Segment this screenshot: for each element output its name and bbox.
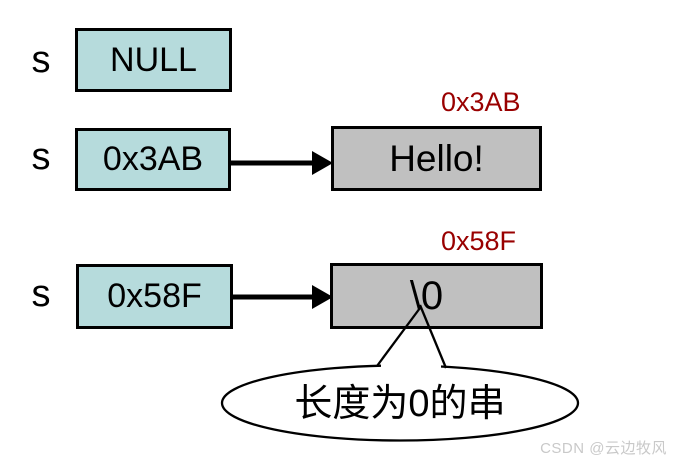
pointer-arrow-head-row2 bbox=[312, 151, 333, 175]
callout-text: 长度为0的串 bbox=[294, 383, 506, 425]
watermark: CSDN @云边牧风 bbox=[540, 440, 667, 457]
pointer-box-0x3AB: 0x3AB bbox=[75, 128, 231, 191]
address-label-0x58F: 0x58F bbox=[441, 226, 517, 256]
pointer-value-null: NULL bbox=[110, 40, 197, 79]
var-label-s-row3: s bbox=[31, 273, 51, 315]
string-box-nul: \0 bbox=[330, 263, 543, 329]
callout-gap-cover bbox=[381, 362, 441, 370]
address-label-0x3AB: 0x3AB bbox=[441, 87, 521, 117]
pointer-value-0x3AB: 0x3AB bbox=[102, 140, 204, 178]
string-value-nul: \0 bbox=[409, 273, 444, 318]
var-label-s-row1: s bbox=[31, 39, 51, 81]
string-box-hello: Hello! bbox=[331, 126, 542, 191]
pointer-box-0x58F: 0x58F bbox=[76, 264, 233, 329]
pointer-box-null: NULL bbox=[75, 28, 232, 92]
string-value-hello: Hello! bbox=[389, 137, 484, 179]
var-label-s-row2: s bbox=[31, 136, 51, 178]
pointer-value-0x58F: 0x58F bbox=[107, 277, 202, 315]
